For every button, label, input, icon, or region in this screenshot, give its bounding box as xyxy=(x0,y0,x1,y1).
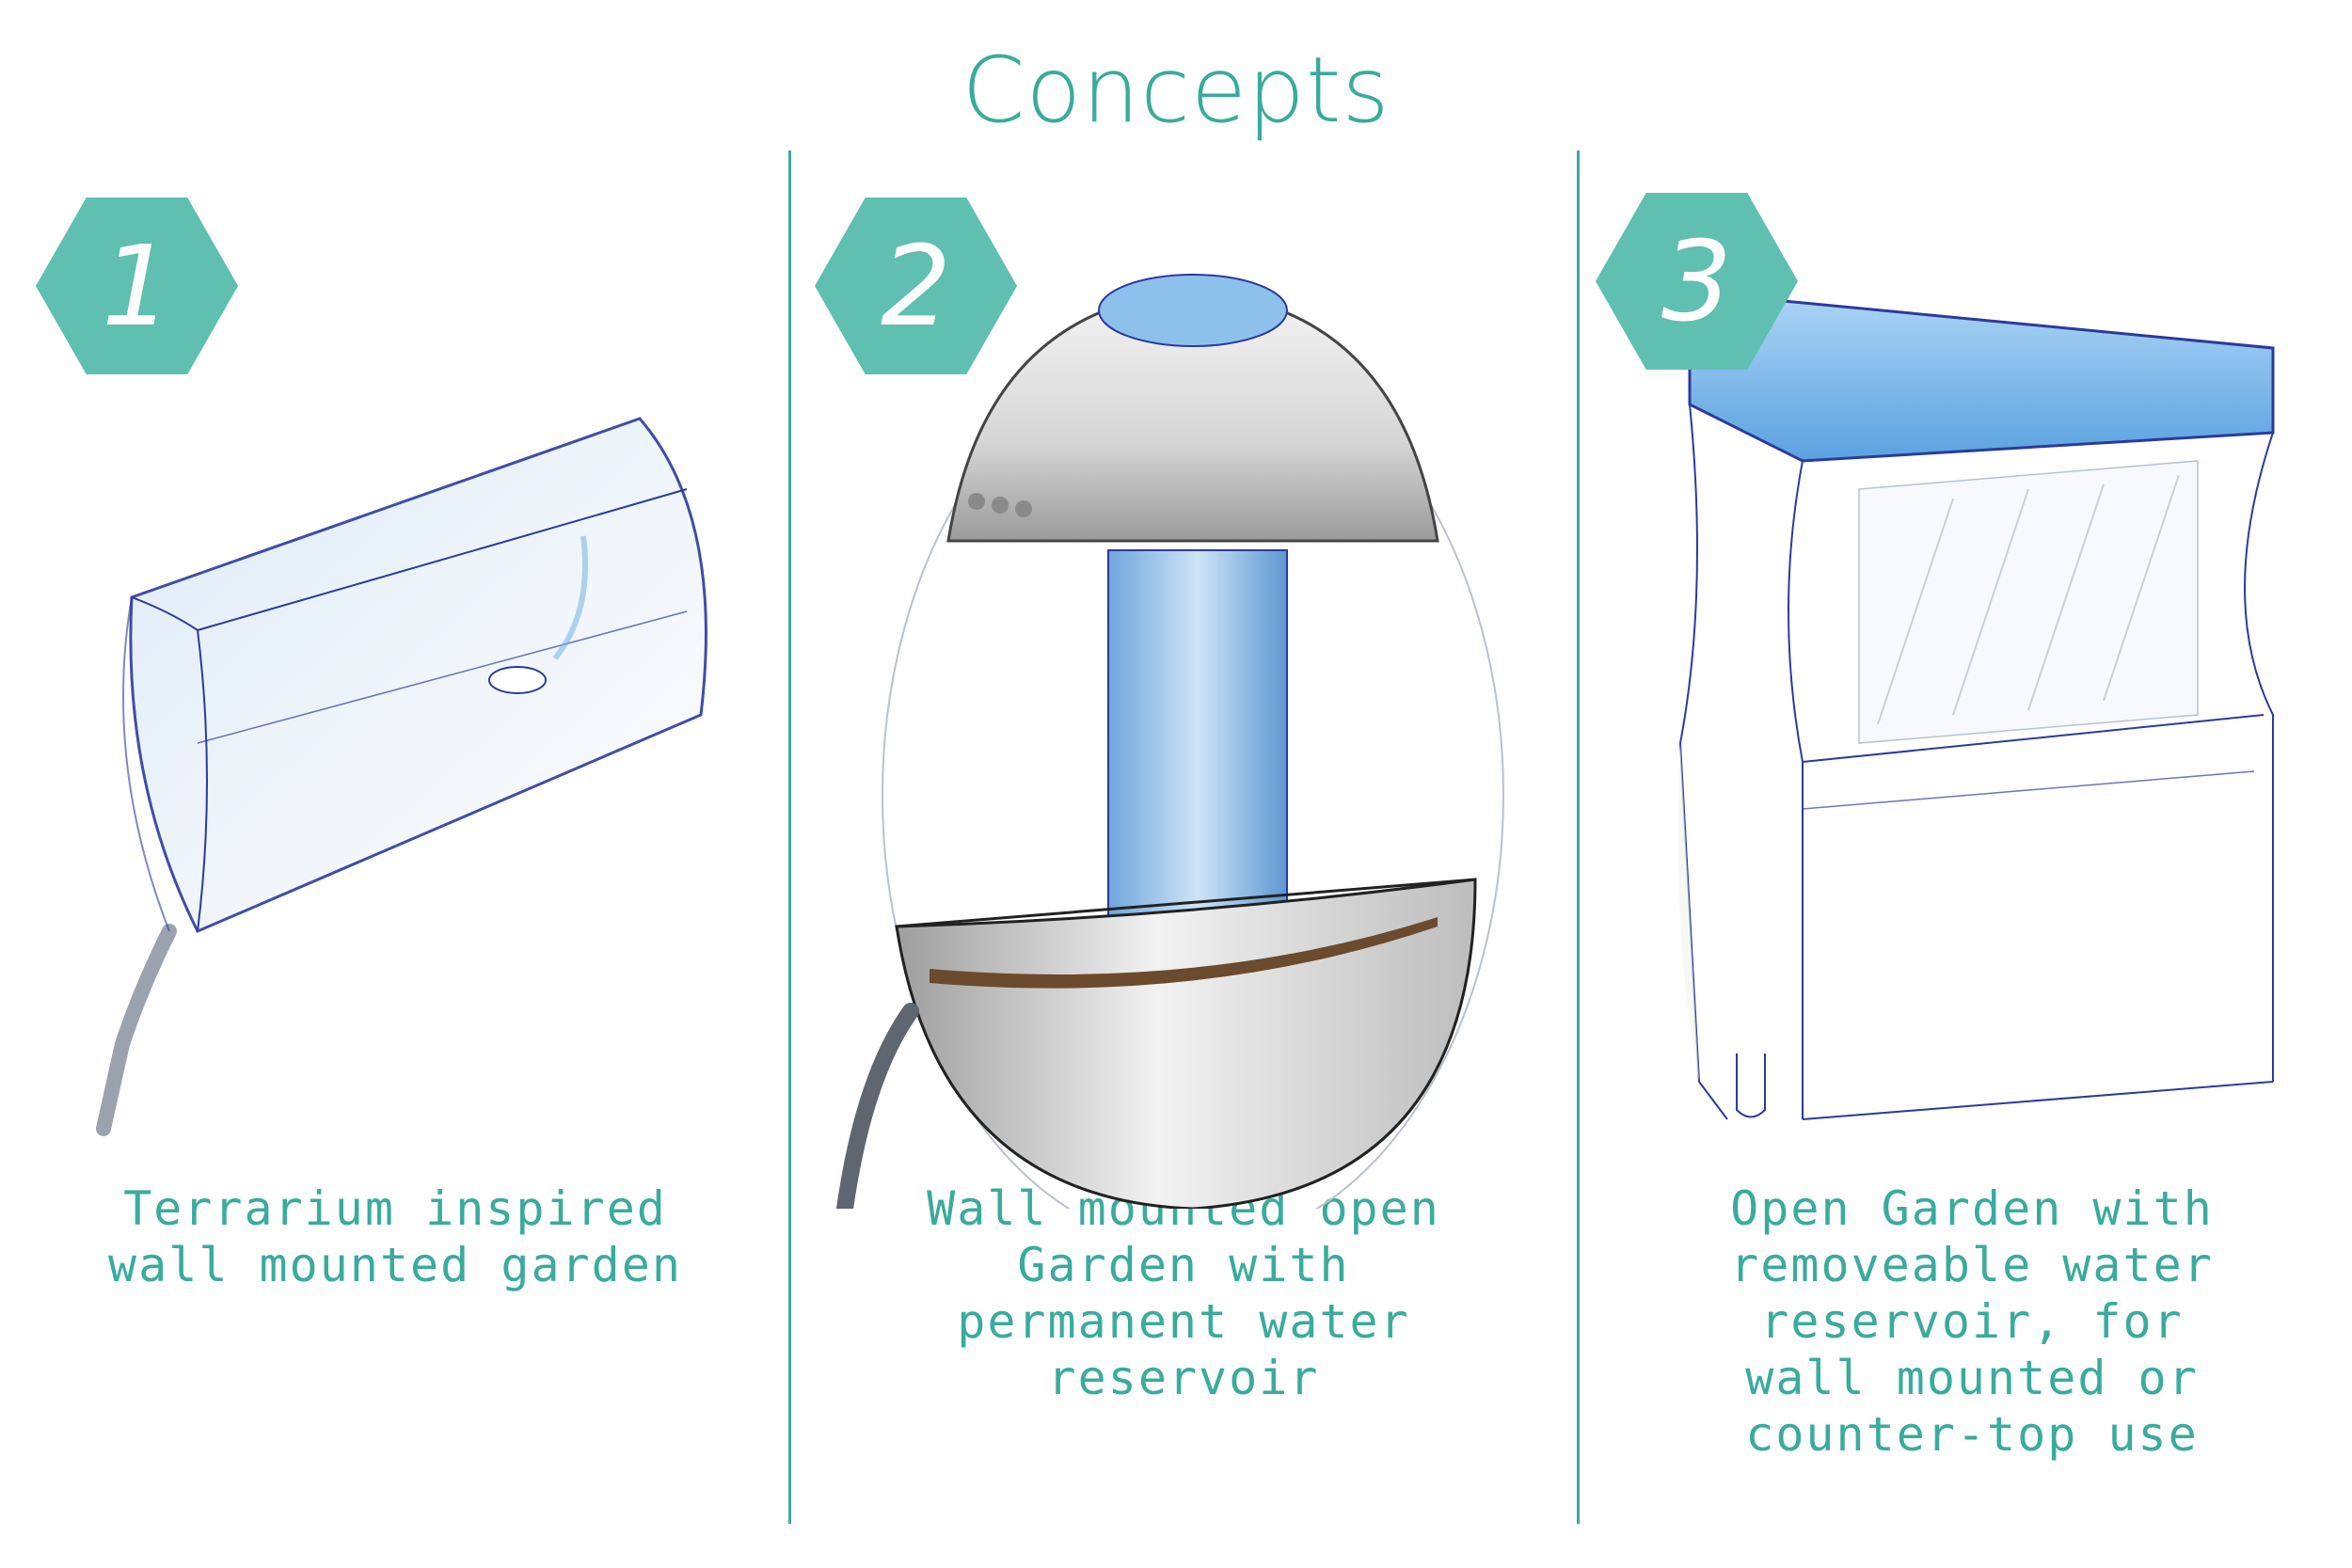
page-title: Concepts xyxy=(961,38,1391,143)
wall-garden-sketch xyxy=(836,274,1504,1209)
concept-panel-3: 3 Open Garden with removeable water rese… xyxy=(1586,179,2352,1524)
concept-caption: Open Garden with removeable water reserv… xyxy=(1730,1181,2214,1462)
concept-number-badge: 3 xyxy=(1596,193,1798,370)
divider-1 xyxy=(788,150,791,1524)
terrarium-sketch xyxy=(96,417,707,1136)
concept-caption: Terrarium inspired wall mounted garden xyxy=(108,1181,682,1292)
concept-panel-2: 2 Wa xyxy=(798,179,1569,1524)
concept-panel-1: 1 Terrarium inspired wall mounted garden xyxy=(9,179,781,1524)
divider-2 xyxy=(1577,150,1580,1524)
concept-caption: Wall mounted open Garden with permanent … xyxy=(927,1181,1440,1405)
counter-top-garden-sketch xyxy=(1677,299,2275,1120)
